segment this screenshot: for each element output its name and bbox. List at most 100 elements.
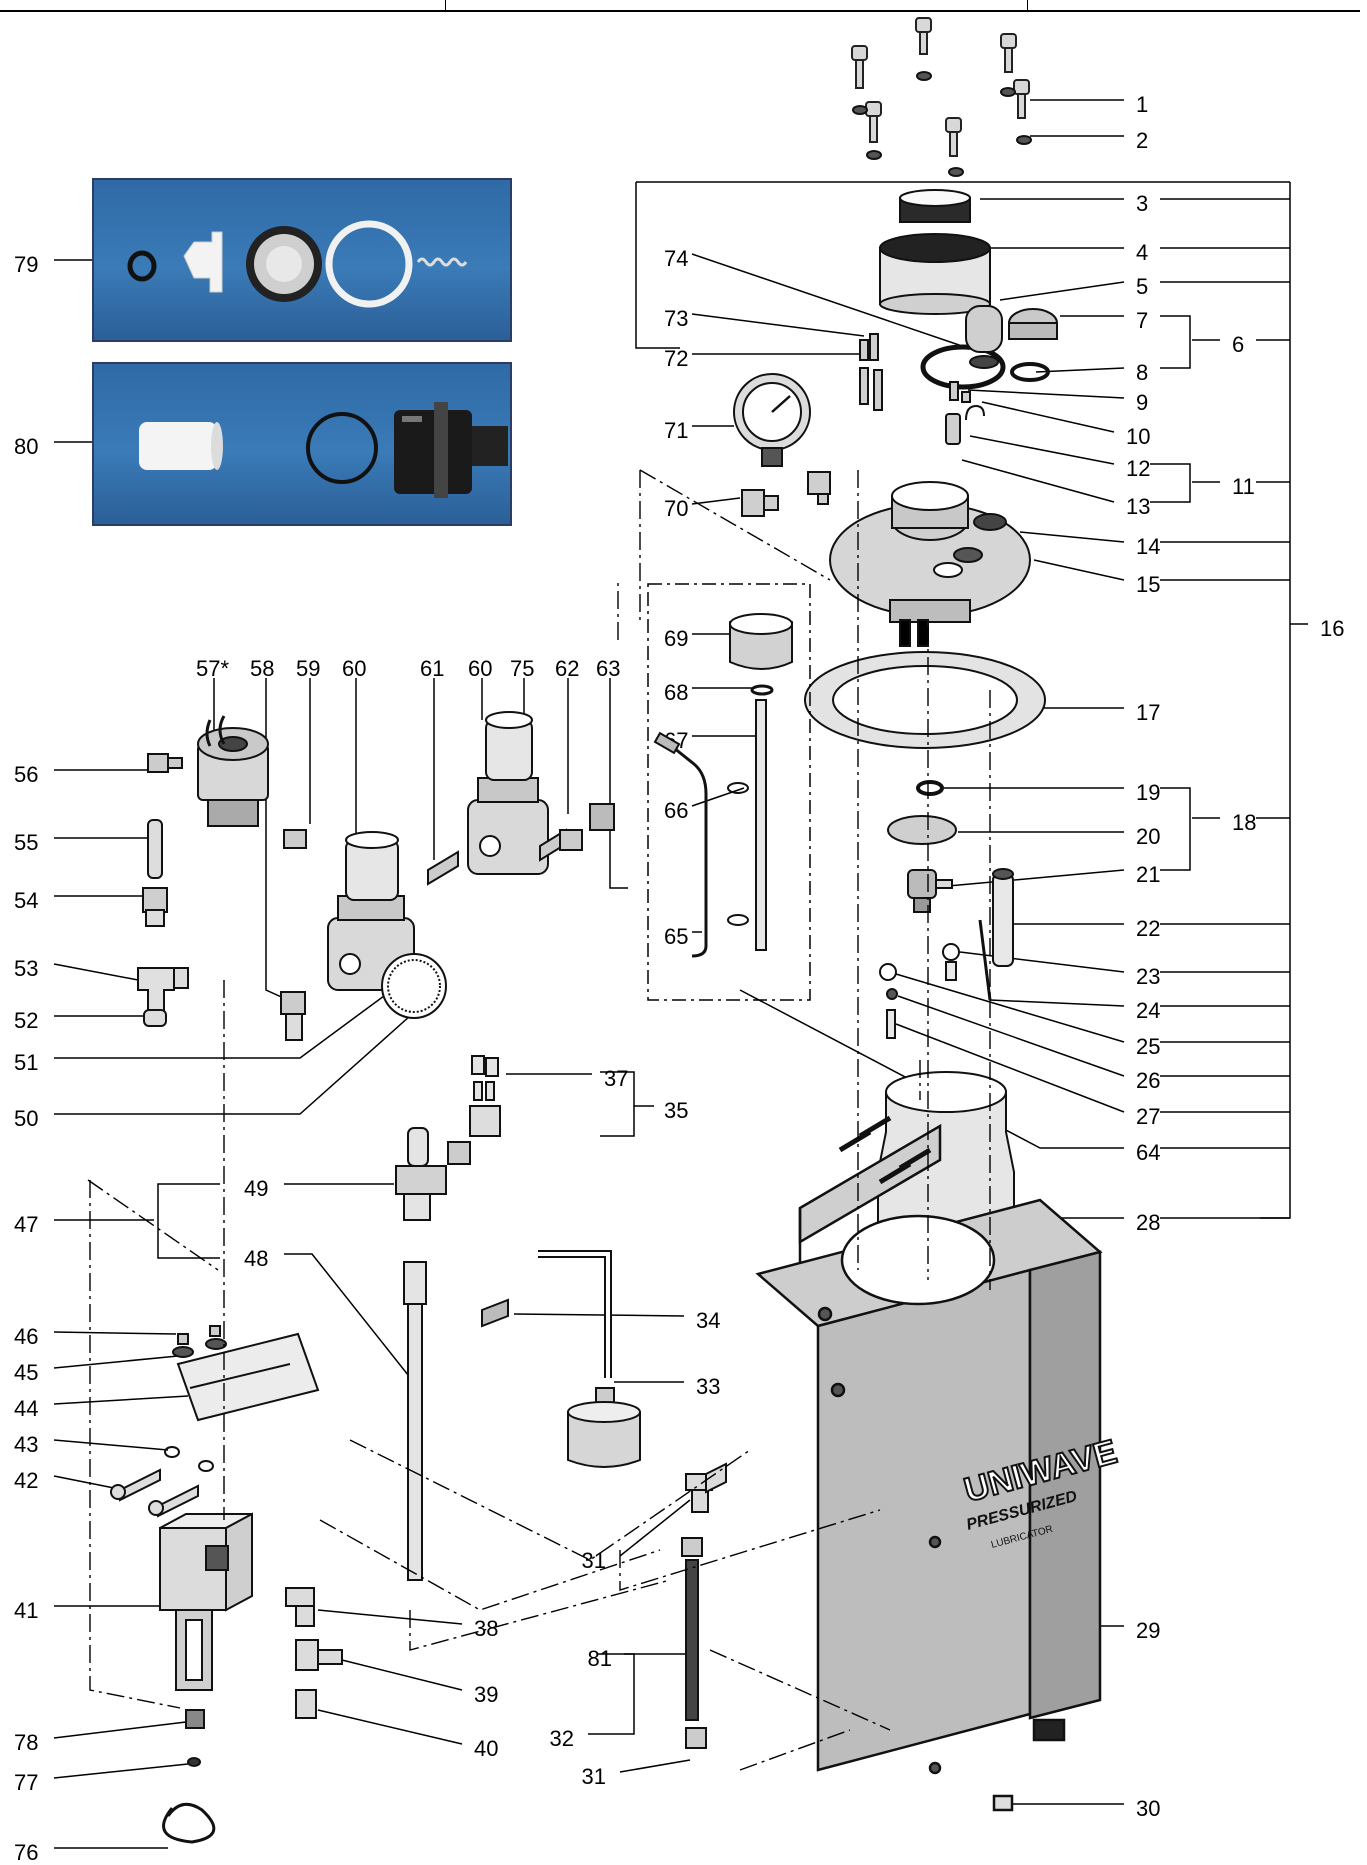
filter-element: [879, 189, 991, 315]
callout-label: 6: [1232, 332, 1244, 357]
leader-line: [54, 1015, 411, 1115]
leader-line: [691, 787, 745, 807]
connection-lines: [87, 469, 991, 1771]
callout-label: 57*: [196, 656, 229, 681]
leader-line: [1160, 315, 1191, 369]
callout-label: 72: [664, 346, 688, 371]
callout-label: 26: [1136, 1068, 1160, 1093]
callout-label: 79: [14, 252, 38, 277]
callout-label: 62: [555, 656, 579, 681]
leader-line: [284, 1253, 413, 1381]
fill-cap: [965, 305, 1058, 382]
callout-label: 43: [14, 1432, 38, 1457]
o-ring: [920, 344, 1006, 390]
callout-label: 53: [14, 956, 38, 981]
callout-label: 59: [296, 656, 320, 681]
callout-label: 10: [1126, 424, 1150, 449]
leader-line: [53, 1439, 169, 1451]
callout-label: 4: [1136, 240, 1148, 265]
callout-label: 45: [14, 1360, 38, 1385]
leader-line: [691, 313, 865, 337]
callout-label: 66: [664, 798, 688, 823]
callout-label: 38: [474, 1616, 498, 1641]
callout-label: 23: [1136, 964, 1160, 989]
elbow-fitting: [741, 471, 831, 517]
callout-label: 22: [1136, 916, 1160, 941]
callout-label: 34: [696, 1308, 720, 1333]
pressure-gauge: [733, 373, 811, 467]
callout-label: 52: [14, 1008, 38, 1033]
callout-label: 55: [14, 830, 38, 855]
lubricator-tank: [755, 1115, 1103, 1812]
callout-label: 9: [1136, 390, 1148, 415]
elbow-31: [685, 1462, 727, 1513]
header-cell: [0, 0, 446, 10]
callout-label: 25: [1136, 1034, 1160, 1059]
callout-label: 17: [1136, 700, 1160, 725]
leader-line: [947, 869, 1125, 887]
leader-line: [959, 951, 1125, 973]
air-filter: [159, 1512, 253, 1844]
callout-label: 5: [1136, 274, 1148, 299]
small-fittings: [859, 333, 985, 445]
callout-label: 39: [474, 1682, 498, 1707]
leader-line: [1160, 787, 1191, 871]
callout-label: 19: [1136, 780, 1160, 805]
callout-label: 51: [14, 1050, 38, 1075]
leader-line: [967, 389, 1125, 399]
callout-label: 11: [1232, 474, 1255, 499]
leader-line: [1150, 463, 1191, 503]
leader-line: [1035, 367, 1125, 373]
callout-label: 61: [420, 656, 444, 681]
leader-line: [619, 1499, 691, 1557]
leader-line: [317, 1609, 463, 1625]
leader-line: [588, 1653, 635, 1735]
callout-label: 40: [474, 1736, 498, 1761]
float-assembly: [481, 1250, 641, 1468]
check-valve: [887, 780, 957, 913]
callout-label: 27: [1136, 1104, 1160, 1129]
callout-label: 46: [14, 1324, 38, 1349]
leader-line: [53, 1721, 187, 1739]
callout-label: 50: [14, 1106, 38, 1131]
callout-label: 63: [596, 656, 620, 681]
leader-line: [53, 1331, 177, 1335]
leader-line: [53, 1395, 189, 1405]
leader-line: [999, 281, 1125, 301]
leader-line: [53, 1355, 179, 1369]
callout-label: 60: [468, 656, 492, 681]
callout-label: 33: [696, 1374, 720, 1399]
callout-label: 54: [14, 888, 38, 913]
callout-label: 8: [1136, 360, 1148, 385]
leader-line: [969, 435, 1115, 465]
callout-label: 73: [664, 306, 688, 331]
callout-label: 42: [14, 1468, 38, 1493]
callout-label: 58: [250, 656, 274, 681]
callout-label: 77: [14, 1770, 38, 1795]
group-bracket: [635, 181, 1291, 1219]
gasket: [804, 651, 1046, 749]
callout-label: 35: [664, 1098, 688, 1123]
callout-label: 41: [14, 1598, 38, 1623]
header-cell: [447, 0, 1028, 10]
callout-label: 1: [1136, 92, 1148, 117]
leader-line: [895, 973, 1125, 1043]
callout-label: 28: [1136, 1210, 1160, 1235]
callout-label: 81: [588, 1646, 612, 1671]
tube-and-fittings: [137, 819, 307, 1041]
callout-label: 24: [1136, 998, 1160, 1023]
callout-label: 15: [1136, 572, 1160, 597]
callout-label: 75: [510, 656, 534, 681]
leader-line: [609, 678, 628, 889]
callout-label: 16: [1320, 616, 1344, 641]
callout-label: 64: [1136, 1140, 1160, 1165]
callout-label: 69: [664, 626, 688, 651]
solenoid-valve: [147, 715, 269, 827]
callout-label: 70: [664, 496, 688, 521]
leader-line: [619, 1759, 691, 1773]
callout-label: 49: [244, 1176, 268, 1201]
subassembly-box: [647, 583, 811, 1001]
leader-line: [961, 459, 1115, 503]
leader-line: [341, 1659, 463, 1691]
